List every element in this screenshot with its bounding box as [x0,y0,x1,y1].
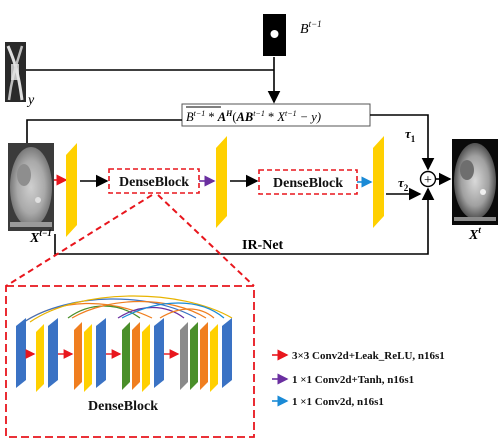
feature-map-1 [66,143,77,237]
skip-connection-arrow [54,187,435,255]
denseblock-1 [108,168,200,194]
output-ct-image [452,139,498,225]
x-out-label: Xt [468,225,481,243]
zoom-line-left [5,194,153,287]
sum-plus: + [424,173,432,188]
dense-connections [23,295,233,323]
legend-item-3: 1 ×1 Conv2d, n16s1 [292,396,384,408]
tau2-label: τ2 [398,175,409,193]
denseblock-1-label: DenseBlock [119,175,189,190]
denseblock-2 [258,169,358,195]
formula-to-sum-arrow [370,114,435,171]
sinogram-image-y [5,42,26,102]
feature-map-3 [373,136,384,228]
irnet-label: IR-Net [242,238,284,253]
denseblock-caption: DenseBlock [88,399,158,414]
sum-node [419,170,437,188]
legend-item-1: 3×3 Conv2d+Leak_ReLU, n16s1 [292,350,445,362]
x-prev-label: Xt−1 [29,228,52,246]
input-to-formula-line [26,119,182,145]
b-prev-label: Bt−1 [300,19,322,37]
denseblock-2-label: DenseBlock [273,176,343,191]
mask-image-b [263,14,286,56]
formula-text: Bt−1 * AH(ABt−1 * Xt−1 − y) [186,109,321,124]
zoom-line-right [157,194,255,287]
dense-layers [16,318,232,392]
feature-map-2 [216,136,227,228]
input-ct-image [8,143,54,231]
y-label: y [26,93,35,108]
legend-item-2: 1 ×1 Conv2d+Tanh, n16s1 [292,374,414,386]
tau1-label: τ1 [405,126,416,144]
legend: 3×3 Conv2d+Leak_ReLU, n16s1 1 ×1 Conv2d+… [272,349,445,408]
